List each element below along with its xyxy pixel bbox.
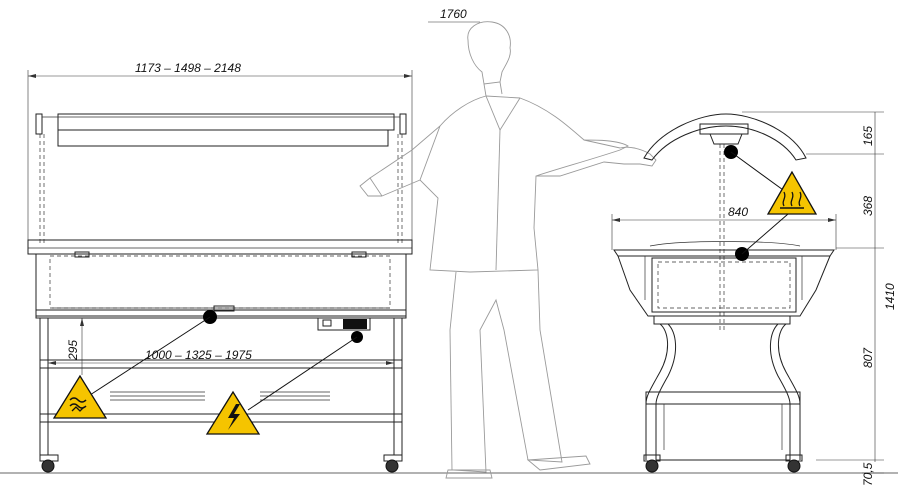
- base-height-label: 70,5: [861, 462, 875, 486]
- total-height-label: 1410: [883, 283, 897, 310]
- canopy-height-label: 165: [861, 126, 875, 146]
- counter-height-label: 807: [861, 347, 875, 368]
- refrigeration-warning-icon: [52, 374, 108, 419]
- total-width-label: 1173 – 1498 – 2148: [135, 61, 241, 75]
- person-height-label: 1760: [440, 7, 467, 21]
- inner-width-label: 1000 – 1325 – 1975: [145, 348, 252, 362]
- leg-offset-label: 295: [66, 340, 80, 361]
- depth-label: 840: [728, 205, 748, 219]
- glass-height-label: 368: [861, 196, 875, 216]
- side-view-cabinet: [611, 111, 884, 474]
- person-figure: [359, 21, 657, 479]
- hot-surface-warning-icon: [766, 170, 818, 215]
- front-view-cabinet: [27, 70, 413, 473]
- electric-hazard-warning-icon: [205, 390, 261, 435]
